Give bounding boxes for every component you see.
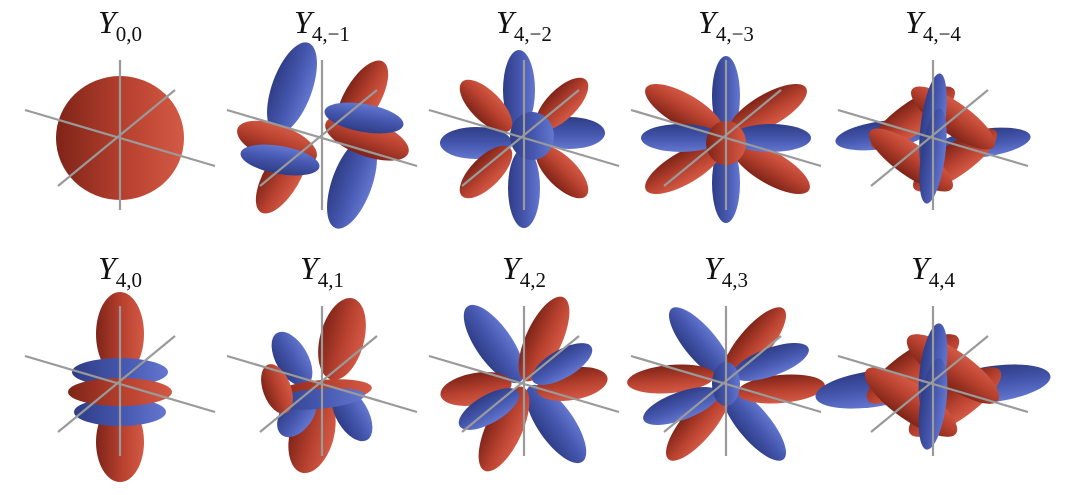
orbital-lobe — [459, 79, 513, 133]
orbital-lobe — [324, 102, 404, 134]
orbital-lobe — [478, 386, 530, 472]
axis-line — [57, 89, 176, 187]
axis-line — [57, 335, 176, 433]
label-symbol: Y — [97, 250, 116, 286]
orbital-lobe — [518, 296, 570, 382]
orbital-graphic — [835, 60, 1031, 210]
orbital-lobe — [737, 374, 825, 404]
axis-line — [870, 335, 989, 433]
label-symbol: Y — [496, 4, 514, 40]
panel-label: Y4,1 — [222, 246, 422, 292]
orbital-graphic — [226, 42, 418, 229]
label-subscript: 4,3 — [721, 268, 749, 292]
panel-label: Y4,−1 — [222, 0, 422, 46]
label-symbol: Y — [910, 250, 929, 286]
orbital-lobe — [668, 307, 734, 381]
orbital-lobe — [459, 145, 513, 199]
orbital-lobe — [267, 42, 317, 134]
label-symbol: Y — [703, 250, 722, 286]
axis-line — [663, 335, 782, 433]
panel-label: Y4,2 — [424, 246, 624, 292]
panel-y-4-1: Y4,1 — [222, 246, 422, 486]
panel-y-4-m3: Y4,−3 — [626, 0, 826, 240]
orbital-lobe — [327, 137, 377, 229]
axis-line — [259, 89, 378, 187]
orbital-lobe — [732, 142, 810, 194]
label-symbol: Y — [501, 250, 520, 286]
orbital-lobe — [643, 387, 719, 425]
panel-y-4-m1: Y4,−1 — [222, 0, 422, 240]
label-subscript: 4,−2 — [513, 22, 552, 46]
orbital-lobe — [665, 387, 731, 461]
label-subscript: 4,−1 — [311, 22, 350, 46]
orbital-lobe — [525, 384, 587, 464]
orbital-graphic — [428, 50, 620, 228]
axis-line — [870, 89, 989, 187]
label-subscript: 4,1 — [317, 268, 345, 292]
orbital-lobe — [531, 343, 593, 385]
orbital-lobe — [627, 364, 715, 394]
label-subscript: 4,2 — [519, 268, 547, 292]
panel-label: Y4,−3 — [626, 0, 826, 46]
panel-label: Y0,0 — [20, 0, 220, 46]
orbital-lobe — [261, 364, 293, 414]
label-symbol: Y — [905, 4, 923, 40]
panel-y-4-m2: Y4,−2 — [424, 0, 624, 240]
panel-y-0-0: Y0,0 — [20, 0, 220, 240]
orbital-graphic — [24, 292, 216, 482]
panel-label: Y4,−4 — [833, 0, 1033, 46]
orbital-graphic — [627, 306, 825, 461]
label-symbol: Y — [698, 4, 716, 40]
orbital-lobe — [645, 84, 723, 136]
orbital-graphic — [24, 60, 216, 210]
label-symbol: Y — [97, 4, 116, 40]
panel-y-4-4: Y4,4 — [815, 246, 1051, 486]
label-subscript: 0,0 — [115, 22, 143, 46]
orbital-lobe — [510, 112, 554, 160]
axis-line — [461, 335, 580, 433]
panel-label: Y4,3 — [626, 246, 826, 292]
orbital-lobe — [318, 298, 366, 380]
panel-y-4-2: Y4,2 — [424, 246, 624, 486]
orbital-lobe — [733, 343, 809, 381]
axis-line — [461, 89, 580, 187]
label-subscript: 4,4 — [928, 268, 956, 292]
orbital-graphic — [630, 56, 822, 223]
label-subscript: 4,−4 — [922, 22, 961, 46]
axis-line — [259, 335, 378, 433]
axis-line — [663, 89, 782, 187]
label-symbol: Y — [294, 4, 312, 40]
orbital-graphic — [428, 296, 620, 472]
panel-label: Y4,0 — [20, 246, 220, 292]
orbital-lobe — [503, 50, 535, 130]
panel-label: Y4,−2 — [424, 0, 624, 46]
label-subscript: 4,0 — [115, 268, 143, 292]
label-subscript: 4,−3 — [715, 22, 754, 46]
panel-y-4-0: Y4,0 — [20, 246, 220, 486]
panel-label: Y4,4 — [833, 246, 1033, 292]
orbital-lobe — [271, 331, 313, 387]
orbital-lobe — [463, 304, 525, 384]
orbital-lobe — [729, 84, 807, 136]
orbital-lobe — [721, 387, 787, 461]
panel-y-4-m4: Y4,−4 — [833, 0, 1033, 240]
label-symbol: Y — [299, 250, 318, 286]
panel-y-4-3: Y4,3 — [626, 246, 826, 486]
orbital-lobe — [535, 145, 589, 199]
orbital-graphic — [815, 306, 1051, 456]
orbital-graphic — [226, 298, 418, 474]
orbital-lobe — [721, 307, 787, 381]
